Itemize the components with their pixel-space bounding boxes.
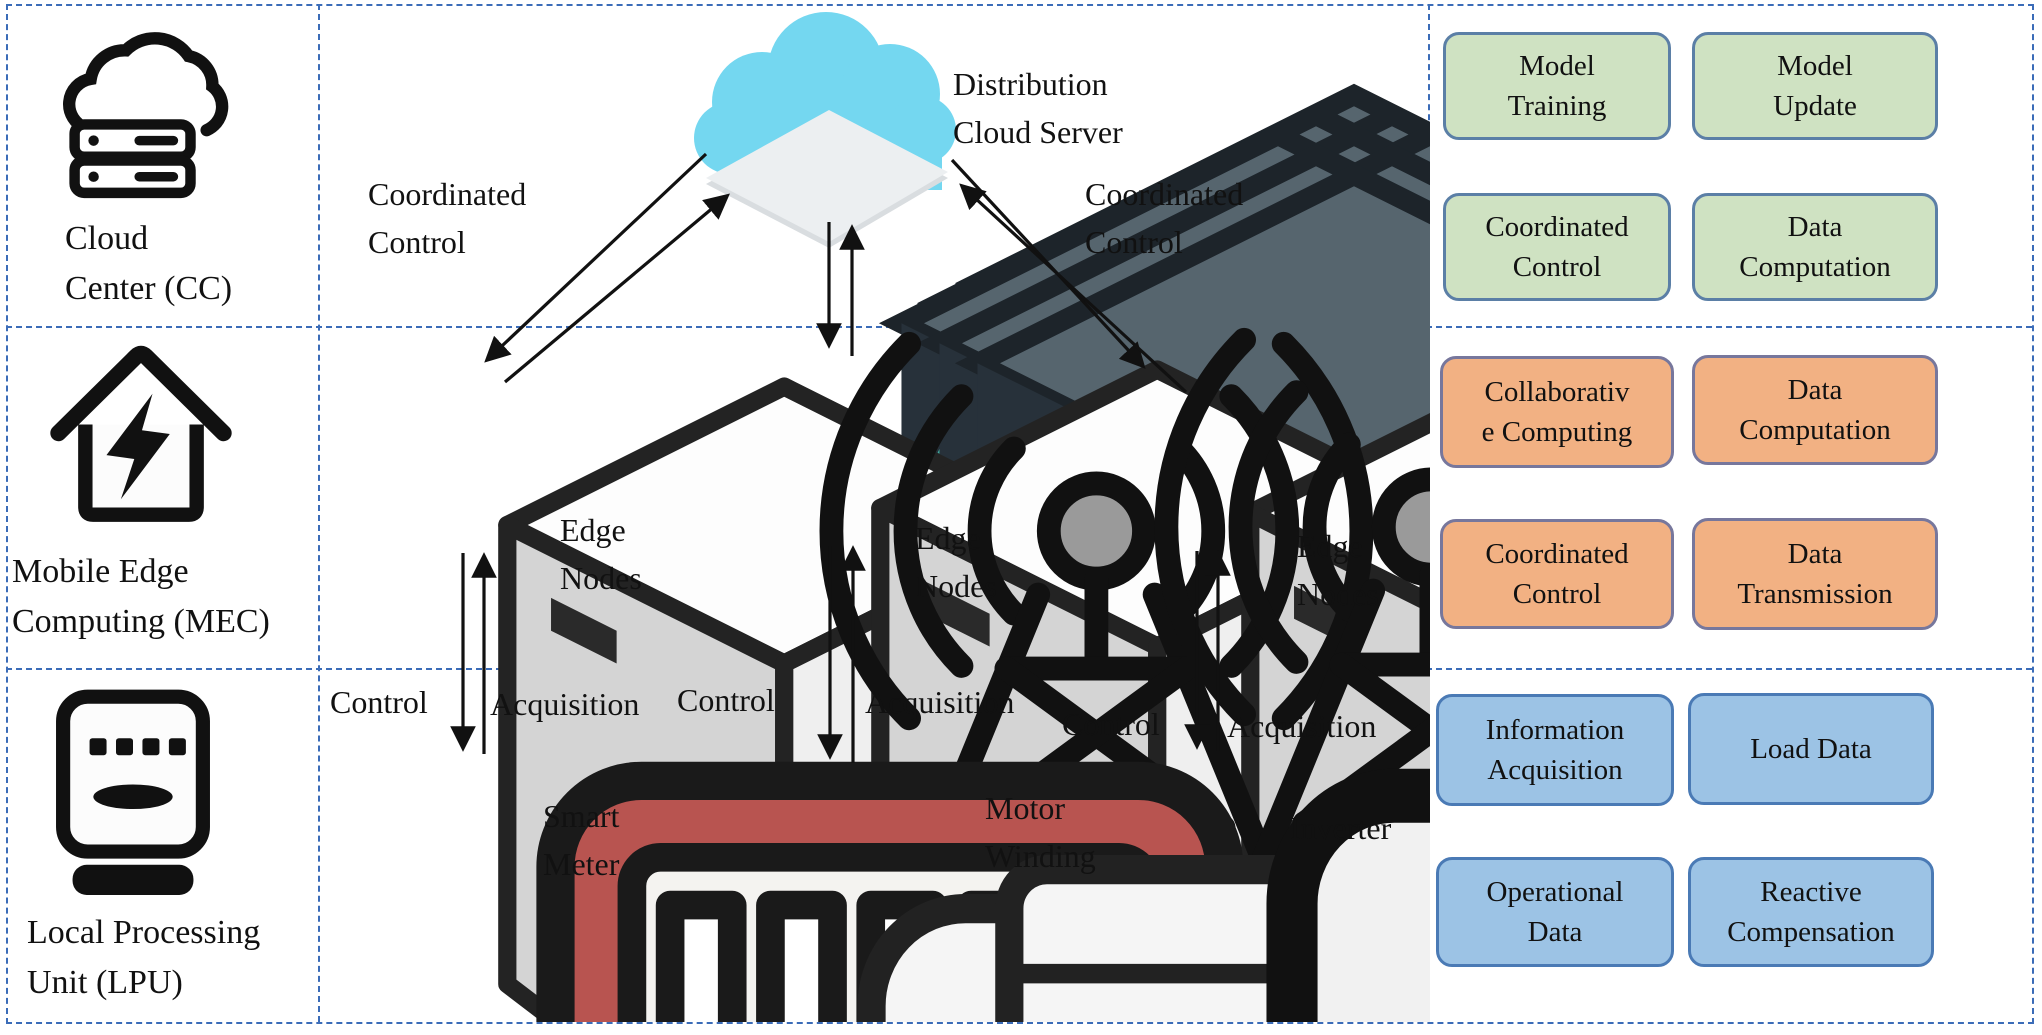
tier-label-lpu: Local Processing Unit (LPU) bbox=[27, 914, 261, 1001]
control-label-right: Control bbox=[1062, 706, 1160, 742]
control-label-left: Control bbox=[330, 684, 428, 720]
house-energy-icon bbox=[50, 345, 232, 522]
arrow-right-edge-to-cloud bbox=[959, 183, 1188, 394]
arrow-cloud-to-left-edge bbox=[484, 152, 708, 363]
diagram-arrows bbox=[450, 152, 1231, 763]
acquisition-label-right: Acquisition bbox=[1227, 708, 1377, 744]
distribution-cloud-server-illustration bbox=[694, 12, 1430, 1022]
box-load-data: Load Data bbox=[1688, 693, 1934, 805]
coordinated-control-label-right: Coordinated Control bbox=[1085, 176, 1244, 260]
diagram-canvas bbox=[450, 12, 1430, 1022]
inverter-label: Inverter bbox=[1290, 810, 1392, 846]
electric-meter-icon bbox=[56, 689, 210, 895]
coordinated-control-label-left: Coordinated Control bbox=[368, 176, 527, 260]
outer-frame bbox=[6, 4, 2034, 1024]
divider-left-column bbox=[318, 4, 320, 1022]
acquisition-label-middle: Acquisition bbox=[865, 684, 1015, 720]
control-label-middle: Control bbox=[677, 682, 775, 718]
cloud-server-icon bbox=[63, 32, 229, 199]
arrow-left-edge-to-cloud bbox=[503, 193, 730, 384]
tier-label-mec: Mobile Edge Computing (MEC) bbox=[12, 553, 270, 640]
acquisition-label-left: Acquisition bbox=[490, 686, 640, 722]
cloud-server-label: Distribution Cloud Server bbox=[953, 66, 1123, 150]
tier-label-cc: Cloud Center (CC) bbox=[65, 220, 233, 307]
